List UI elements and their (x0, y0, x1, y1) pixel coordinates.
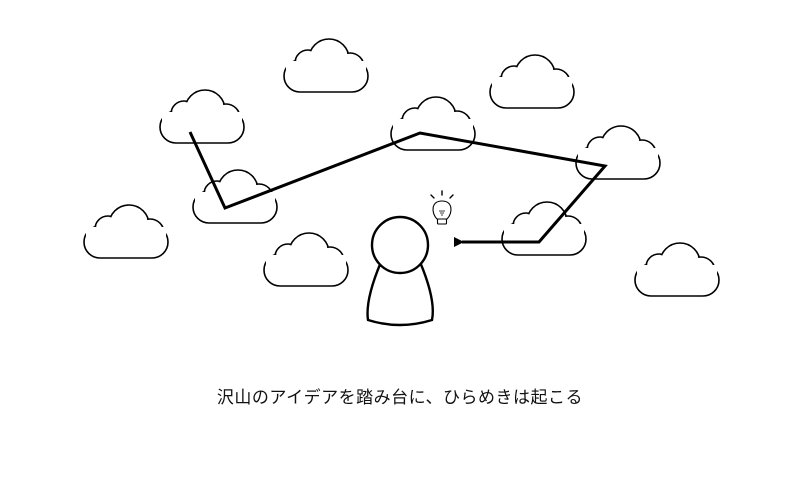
cloud-icon (263, 232, 349, 287)
cloud-icon (192, 169, 278, 224)
cloud-icon (634, 242, 720, 297)
cloud-icon (501, 201, 587, 256)
caption-text: 沢山のアイデアを踏み台に、ひらめきは起こる (216, 388, 584, 408)
person-icon (366, 215, 434, 327)
idea-path-line (188, 131, 608, 247)
cloud-icon (283, 38, 369, 93)
cloud-icon (159, 89, 245, 144)
light-bulb-icon (430, 190, 454, 225)
cloud-icon (489, 54, 575, 109)
cloud-icon (83, 204, 169, 259)
cloud-icon (575, 125, 661, 180)
